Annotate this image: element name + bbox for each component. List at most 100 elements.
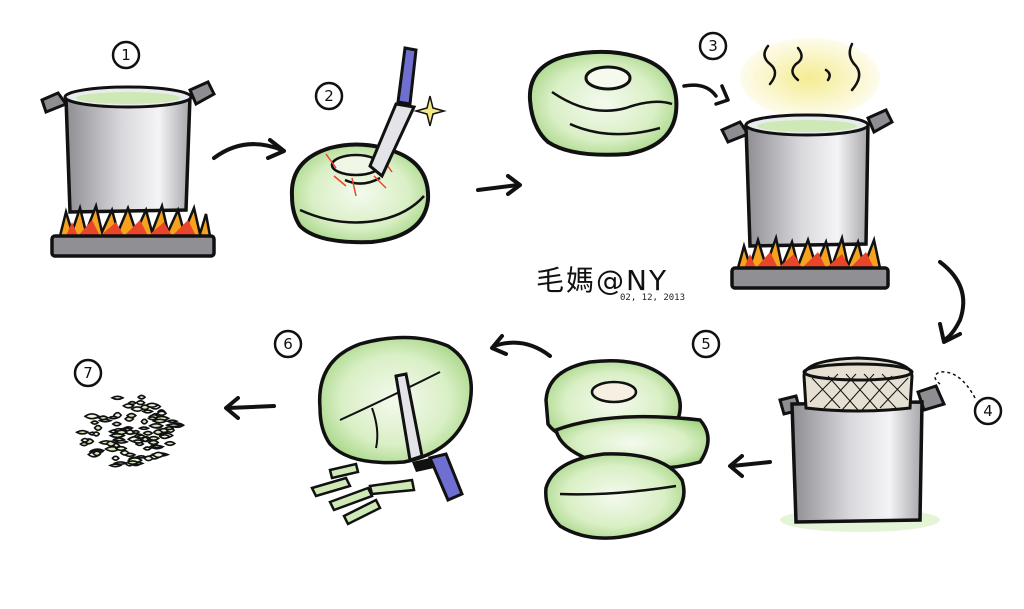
arrow-4-to-5: [730, 460, 772, 468]
step-3-stove: [730, 266, 890, 290]
chopped-piece: [122, 403, 135, 409]
chopped-piece: [148, 422, 165, 429]
step-5-leaf-vein: [559, 484, 677, 496]
step-5-badge: [691, 329, 721, 359]
step-3-badge: [698, 31, 728, 61]
step-3-cabbage: [527, 49, 679, 157]
step-6-strips: [310, 462, 416, 526]
step-3-cored-cabbage: [527, 49, 679, 157]
arrow-3-to-4-head: [938, 322, 962, 344]
chopped-piece: [151, 451, 165, 459]
step-3-leaf-line: [551, 90, 673, 112]
chopped-piece: [141, 409, 155, 414]
chopped-piece: [107, 463, 123, 468]
chopped-piece: [92, 450, 102, 457]
chopped-piece: [147, 435, 161, 441]
chopped-piece: [113, 439, 130, 444]
step-3-number: 3: [708, 37, 718, 55]
step-5-separate-leaves: 5: [544, 329, 721, 540]
chopped-piece: [140, 418, 149, 425]
chopped-piece: [163, 440, 177, 447]
arrow-1-to-2: [212, 142, 284, 160]
chopped-piece: [144, 402, 160, 408]
step-4-drain: 4: [778, 356, 1003, 532]
chopped-piece: [83, 413, 101, 420]
step-2-knife-blade: [368, 102, 417, 179]
chopped-piece: [131, 439, 146, 444]
step-5-core: [590, 380, 638, 404]
chopped-piece: [107, 415, 120, 420]
step-5-leaf: [544, 452, 686, 540]
pot-water: [757, 120, 857, 132]
step-1-pot-on-stove: 1: [40, 40, 216, 258]
chopped-piece: [147, 416, 158, 421]
arrow-5-to-6: [492, 340, 552, 358]
chopped-piece: [119, 449, 130, 456]
step-6-leaf-vein: [371, 407, 379, 449]
chopped-piece: [142, 430, 154, 436]
step-1-badge: [111, 40, 141, 70]
chopped-piece: [125, 412, 138, 419]
chopped-piece: [110, 395, 125, 401]
step-3-leaf-line: [569, 122, 661, 136]
pot-body: [64, 94, 192, 214]
step-5-number: 5: [701, 335, 711, 353]
sparkle-icon: [413, 95, 447, 127]
step-1-stove: [50, 234, 216, 258]
step-3-flames-inner: [744, 252, 874, 268]
chopped-piece: [114, 429, 128, 436]
chopped-piece: [75, 429, 90, 435]
chopped-piece: [148, 444, 166, 449]
step-6-leaf: [317, 335, 473, 465]
arrow-2-to-3: [476, 183, 520, 192]
step-7-badge: [73, 358, 103, 388]
step-2-cut-core: 2: [289, 46, 447, 245]
chopped-piece: [90, 420, 100, 425]
arrow-6-to-7: [226, 404, 276, 410]
signature-name: 毛媽@NY: [536, 264, 668, 297]
arrow-6-to-7-head: [224, 396, 240, 420]
step-3-core-hole: [584, 65, 632, 91]
chopped-piece: [137, 426, 151, 431]
step-6-number: 6: [283, 335, 293, 353]
step-6-leaf-vein: [339, 371, 441, 421]
step-6-knife-blade: [394, 372, 424, 462]
chopped-piece: [147, 439, 160, 446]
chopped-piece: [158, 433, 171, 440]
step-2-badge: [314, 81, 344, 111]
chopped-piece: [93, 424, 103, 432]
step-3-boiling-pot: 3: [698, 31, 894, 290]
arrow-1-to-2-head: [266, 138, 286, 160]
chopped-piece: [156, 410, 168, 417]
signature-date: 02, 12, 2013: [620, 293, 685, 303]
chopped-piece: [143, 455, 154, 462]
step-2-cabbage-leaf-line: [299, 195, 425, 224]
chopped-piece: [131, 429, 141, 435]
arrow-into-pot-head: [714, 84, 730, 106]
pot-body: [744, 122, 870, 248]
pot-body: [790, 400, 924, 524]
step-4-number: 4: [983, 402, 993, 420]
chopped-piece: [97, 418, 113, 423]
arrow-into-pot: [682, 83, 718, 98]
step-1-number: 1: [121, 46, 131, 64]
chopped-piece: [142, 446, 152, 451]
arrow-2-to-3-head: [506, 174, 522, 196]
chopped-piece: [165, 419, 179, 424]
arrow-4-to-5-head: [728, 454, 744, 478]
step-7-chopped: 7: [73, 358, 186, 468]
step-6-slice-leaves: 6: [273, 329, 473, 526]
chopped-piece: [152, 429, 164, 436]
step-2-knife-handle: [396, 46, 418, 106]
steam-glow: [740, 38, 880, 118]
pot-water: [76, 92, 180, 104]
chopped-piece: [111, 421, 123, 427]
step-6-knife-bolster: [412, 458, 434, 472]
step-6-knife-handle: [427, 452, 464, 502]
arrow-5-to-6-head: [490, 334, 508, 356]
chopped-piece: [92, 431, 101, 437]
chopped-piece: [151, 418, 169, 424]
step-1-flames: [58, 201, 212, 239]
chopped-piece: [163, 426, 175, 431]
step-4-pointer: [934, 371, 976, 399]
